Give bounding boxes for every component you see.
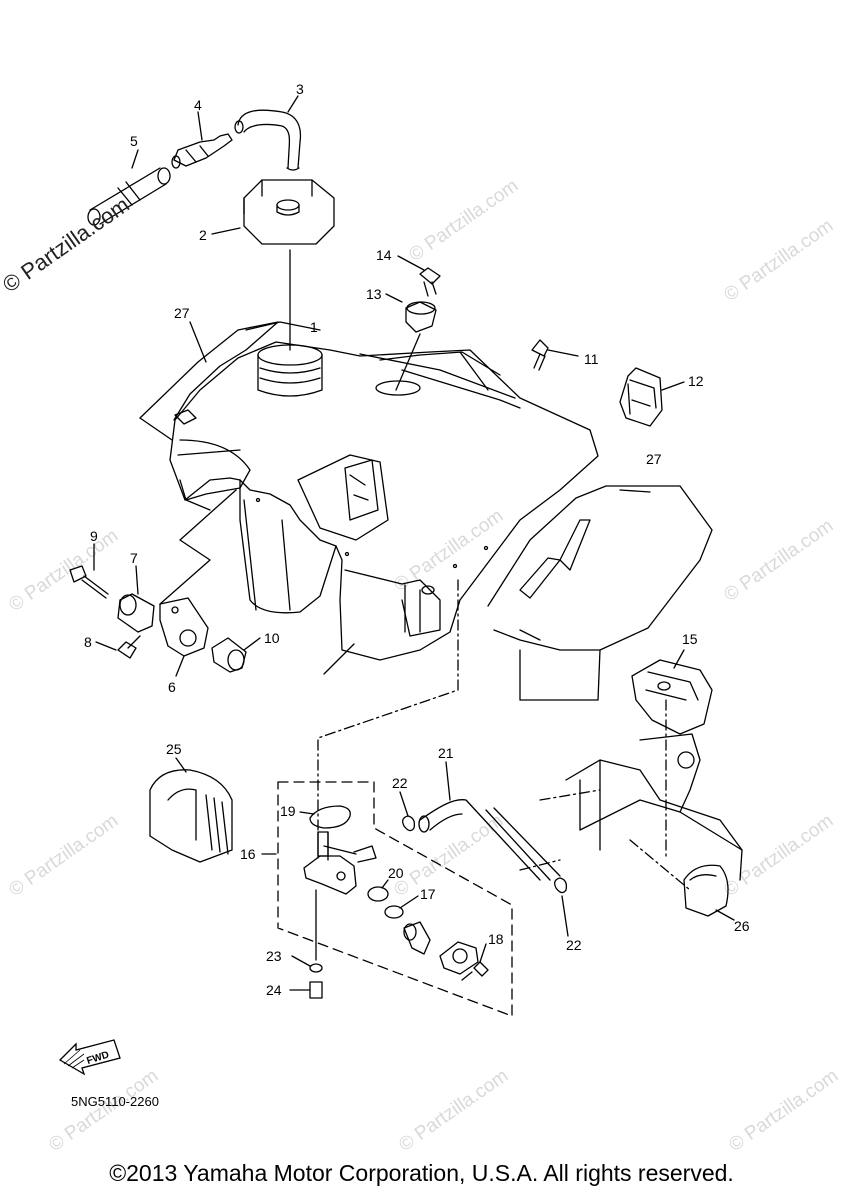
oring-20-part	[367, 886, 389, 902]
callout-8: 8	[84, 634, 92, 650]
callout-17: 17	[420, 886, 436, 902]
callout-15: 15	[682, 631, 698, 647]
tank-cover-right-part	[487, 485, 713, 701]
callout-1: 1	[310, 319, 318, 335]
collar-10-part	[211, 637, 247, 673]
filter-19-part	[309, 805, 351, 829]
callout-12: 12	[688, 373, 704, 389]
hose-part	[87, 167, 171, 226]
bolt-9-part	[69, 565, 109, 599]
callout-21: 21	[438, 745, 454, 761]
callout-20: 20	[388, 865, 404, 881]
callout-2: 2	[199, 227, 207, 243]
copyright-notice: ©2013 Yamaha Motor Corporation, U.S.A. A…	[109, 1160, 734, 1186]
clip-22-part	[402, 815, 416, 832]
breather-hose-part	[234, 109, 302, 171]
damper-15-part	[631, 659, 713, 735]
fwd-arrow-icon: FWD	[58, 1039, 121, 1076]
callout-numbers: 1 2 3 4 5 6 7 8 9 10 11 12 13 14 15 16 1…	[84, 81, 750, 998]
callout-10: 10	[264, 630, 280, 646]
callout-5: 5	[130, 133, 138, 149]
bolt-14-part	[419, 267, 441, 297]
callout-16: 16	[240, 846, 256, 862]
callout-6: 6	[168, 679, 176, 695]
callout-27b: 27	[646, 451, 662, 467]
callout-14: 14	[376, 247, 392, 263]
fuel-cap-part	[243, 179, 335, 351]
callout-13: 13	[366, 286, 382, 302]
collar-13-part	[395, 301, 437, 391]
damper-25-part	[149, 769, 233, 863]
callout-26: 26	[734, 918, 750, 934]
assembly-guide-lines	[317, 579, 691, 891]
callout-leaders	[93, 95, 735, 991]
callout-19: 19	[280, 803, 296, 819]
bolt-11-part	[531, 339, 579, 371]
fuel-hose-21-part	[418, 799, 561, 881]
diagram-code: 5NG5110-2260	[71, 1094, 159, 1109]
callout-18: 18	[488, 931, 504, 947]
screw-18-part	[461, 961, 489, 981]
fuel-cock-part	[303, 831, 377, 895]
callout-4: 4	[194, 97, 202, 113]
check-valve-part	[171, 133, 233, 169]
callout-23: 23	[266, 948, 282, 964]
damper-7-part	[117, 593, 155, 633]
callout-7: 7	[130, 550, 138, 566]
damper-26-part	[683, 864, 729, 917]
callout-9: 9	[90, 528, 98, 544]
callout-11: 11	[584, 351, 599, 367]
lever-part	[403, 921, 431, 955]
damper-12-part	[619, 367, 685, 427]
callout-3: 3	[296, 81, 304, 97]
bracket-6-part	[159, 489, 237, 657]
washer-23-part	[309, 963, 323, 973]
bolt-24-part	[309, 889, 323, 999]
bolt-8-part	[117, 635, 141, 659]
plate-part	[439, 941, 479, 975]
callout-22b: 22	[566, 937, 582, 953]
frame-part	[565, 733, 743, 881]
callout-24: 24	[266, 982, 282, 998]
clip-22b-part	[554, 877, 568, 894]
callout-22: 22	[392, 775, 408, 791]
fuel-cock-assembly-box	[277, 781, 513, 1017]
callout-27: 27	[174, 305, 190, 321]
fuel-tank-part	[169, 321, 599, 661]
callout-25: 25	[166, 741, 182, 757]
oring-17-part	[384, 905, 404, 919]
tank-cover-left-part	[139, 321, 279, 511]
